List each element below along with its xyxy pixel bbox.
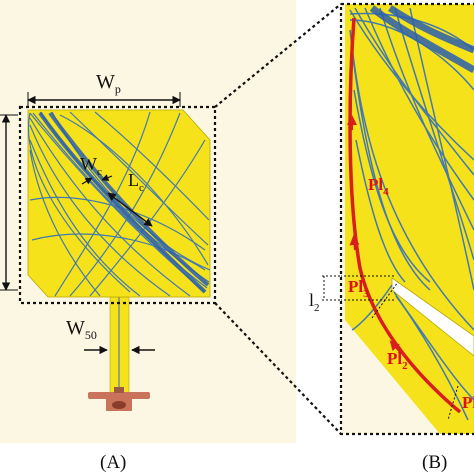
sma-connector bbox=[88, 387, 150, 411]
dimension-l2: l2 bbox=[309, 275, 341, 314]
current-path-pl bbox=[348, 17, 462, 414]
pl3-label: Pl3 bbox=[348, 277, 369, 300]
zoom-region-outline bbox=[18, 105, 217, 305]
zoom-panel-frame bbox=[339, 2, 474, 436]
zoom-connector-lines bbox=[214, 3, 342, 435]
panel-b: Pl4 Pl3 Pl2 Pl1 l2 (B) bbox=[309, 2, 474, 473]
caption-b: (B) bbox=[422, 452, 447, 473]
pl4-label: Pl4 bbox=[368, 175, 389, 198]
panel-a: Wp Wc Lc W50 (A) bbox=[0, 0, 296, 473]
dimension-wc: Wc bbox=[80, 154, 113, 185]
caption-a: (A) bbox=[100, 452, 126, 473]
w50-label: W50 bbox=[66, 317, 97, 342]
lc-label: Lc bbox=[128, 170, 144, 194]
current-path-arrows bbox=[347, 115, 401, 353]
dimension-w50: W50 bbox=[66, 317, 155, 355]
wp-label: Wp bbox=[96, 71, 121, 96]
l2-label: l2 bbox=[309, 290, 320, 314]
dimension-lc: Lc bbox=[107, 170, 153, 227]
guide-lines-b bbox=[341, 275, 459, 421]
surface-currents-b bbox=[349, 7, 474, 421]
pl2-label: Pl2 bbox=[387, 349, 408, 372]
dimension-wp: Wp bbox=[27, 71, 181, 107]
current-core-b bbox=[369, 5, 474, 74]
pl1-label: Pl1 bbox=[462, 393, 474, 416]
wc-label: Wc bbox=[80, 154, 102, 178]
dimension-patch-height bbox=[0, 114, 18, 291]
